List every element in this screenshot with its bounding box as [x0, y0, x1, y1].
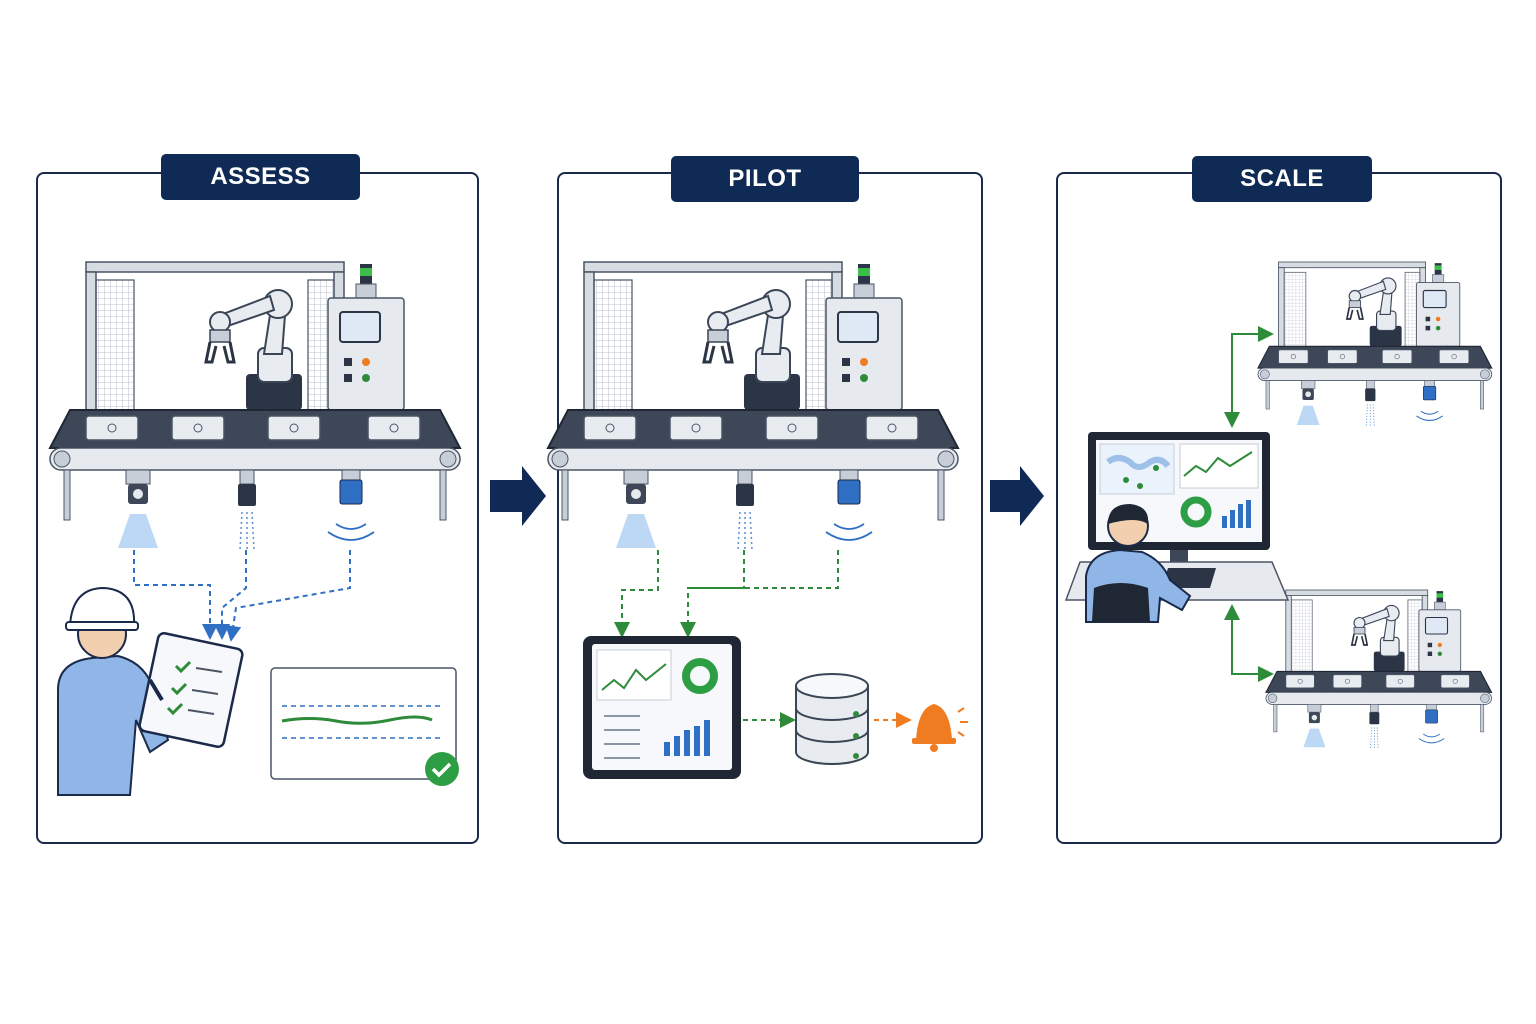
phase-label-pilot: PILOT: [671, 156, 859, 202]
check-icon: [425, 752, 459, 786]
assess-flow-spray: [214, 550, 247, 640]
database-icon: [795, 673, 869, 765]
pilot-flow-camera: [614, 550, 659, 638]
scale-cell-top: [1257, 261, 1493, 428]
phase-label-scale: SCALE: [1192, 156, 1372, 202]
tablet-dashboard-icon: [583, 636, 741, 779]
clipboard-icon: [138, 632, 244, 748]
bell-icon: [912, 704, 968, 752]
worker-icon: [57, 586, 170, 796]
pilot-production-cell: [546, 260, 960, 552]
assess-production-cell: [48, 260, 462, 552]
arrow-icon: [990, 466, 1044, 526]
phase-label-assess: ASSESS: [161, 154, 360, 200]
scale-link-top: [1224, 326, 1274, 428]
chart-card-icon: [270, 667, 457, 780]
arrow-icon: [490, 466, 546, 526]
scale-link-bottom: [1224, 604, 1274, 682]
operator-icon: [1085, 504, 1192, 623]
scale-cell-bottom: [1265, 589, 1493, 750]
assess-flow-wireless: [225, 550, 351, 642]
assess-flow-camera: [133, 550, 218, 640]
